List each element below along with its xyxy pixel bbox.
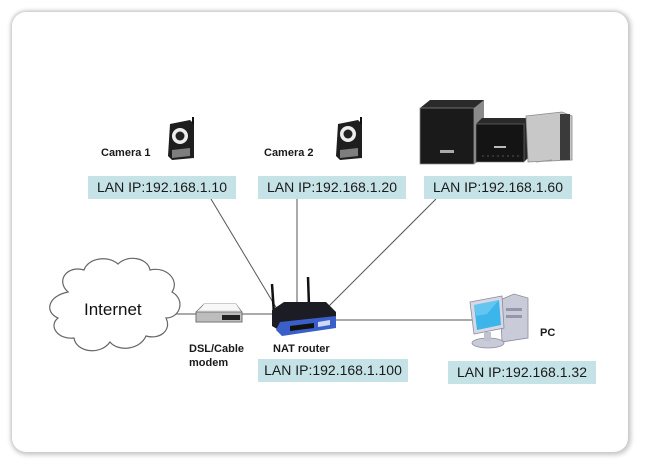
ip-camera-icon [168, 117, 194, 160]
pc-ip-box: LAN IP:192.168.1.32 [448, 361, 596, 384]
link-camera1-router [210, 198, 278, 310]
modem-label-line2: modem [189, 357, 229, 369]
router-ip-box: LAN IP:192.168.1.100 [258, 359, 408, 382]
camera2-label: Camera 2 [264, 147, 314, 159]
camera1-ip-box: LAN IP:192.168.1.10 [88, 176, 236, 199]
desktop-pc-icon [469, 293, 529, 349]
link-nas-router [325, 198, 437, 310]
internet-label: Internet [84, 300, 142, 319]
camera2-ip-box: LAN IP:192.168.1.20 [258, 176, 406, 199]
router-label: NAT router [273, 343, 330, 355]
cloud-icon [49, 257, 181, 352]
wireless-router-icon [270, 276, 336, 336]
modem-icon [195, 303, 243, 323]
nas-storage-icon [419, 100, 573, 165]
modem-label-line1: DSL/Cable [189, 343, 245, 355]
pc-label: PC [540, 327, 556, 339]
nas-ip-box: LAN IP:192.168.1.60 [424, 176, 572, 199]
ip-camera-icon [336, 117, 362, 160]
camera1-label: Camera 1 [101, 147, 151, 159]
